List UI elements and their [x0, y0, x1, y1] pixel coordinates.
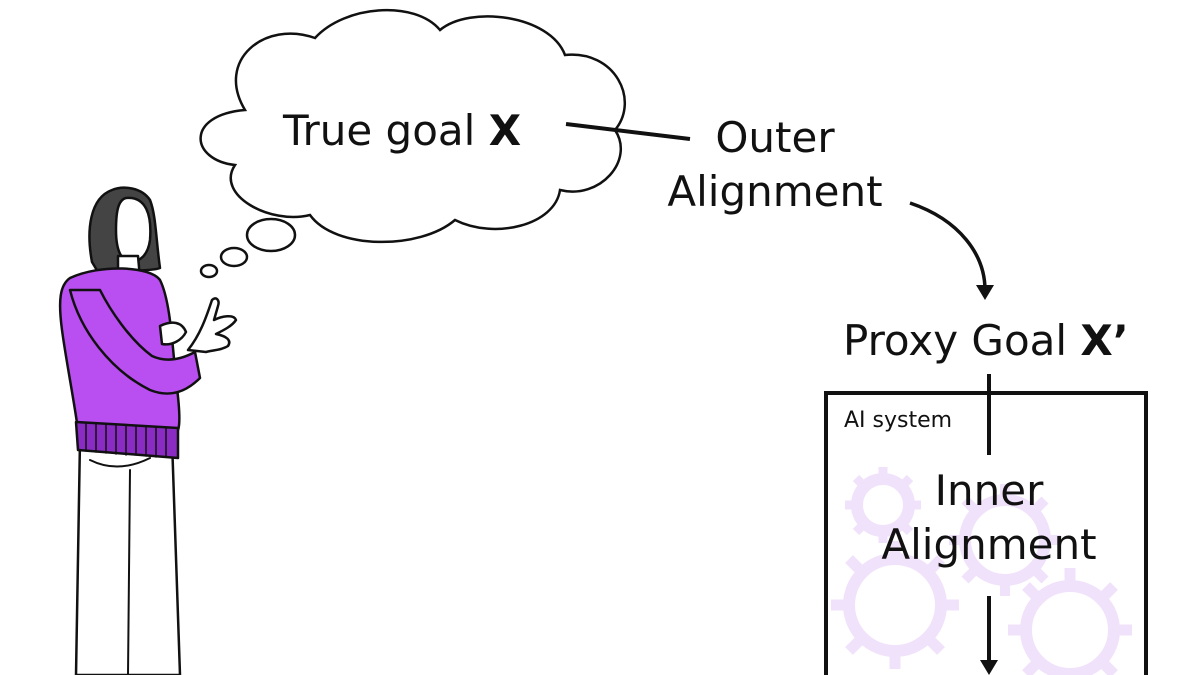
thought-bubbles — [199, 217, 297, 279]
outer-connector-line — [565, 122, 691, 141]
true-goal-label: True goal X — [282, 106, 521, 155]
proxy-goal-variable: X’ — [1080, 316, 1128, 365]
ai-system-box — [824, 391, 1148, 675]
gears-icon — [831, 467, 1132, 675]
inner-alignment-line1: Inner — [935, 466, 1044, 515]
ai-system-label: AI system — [844, 408, 952, 433]
thought-cloud — [199, 8, 626, 244]
person-thinking-illustration — [58, 186, 238, 675]
person-face — [114, 196, 152, 264]
proxy-goal-label: Proxy Goal X’ — [843, 316, 1129, 365]
outer-alignment-line1: Outer — [715, 113, 835, 162]
outer-alignment-arrow — [909, 201, 987, 291]
true-goal-text: True goal — [282, 106, 489, 155]
true-goal-variable: X — [489, 106, 521, 155]
person-hand — [186, 297, 238, 354]
person-sweater-band — [74, 420, 180, 460]
outer-alignment-line2: Alignment — [667, 167, 882, 216]
proxy-goal-text: Proxy Goal — [843, 316, 1080, 365]
arrowhead-down — [980, 660, 998, 675]
inner-alignment-line2: Alignment — [881, 520, 1096, 569]
arrowhead-down — [976, 285, 994, 300]
